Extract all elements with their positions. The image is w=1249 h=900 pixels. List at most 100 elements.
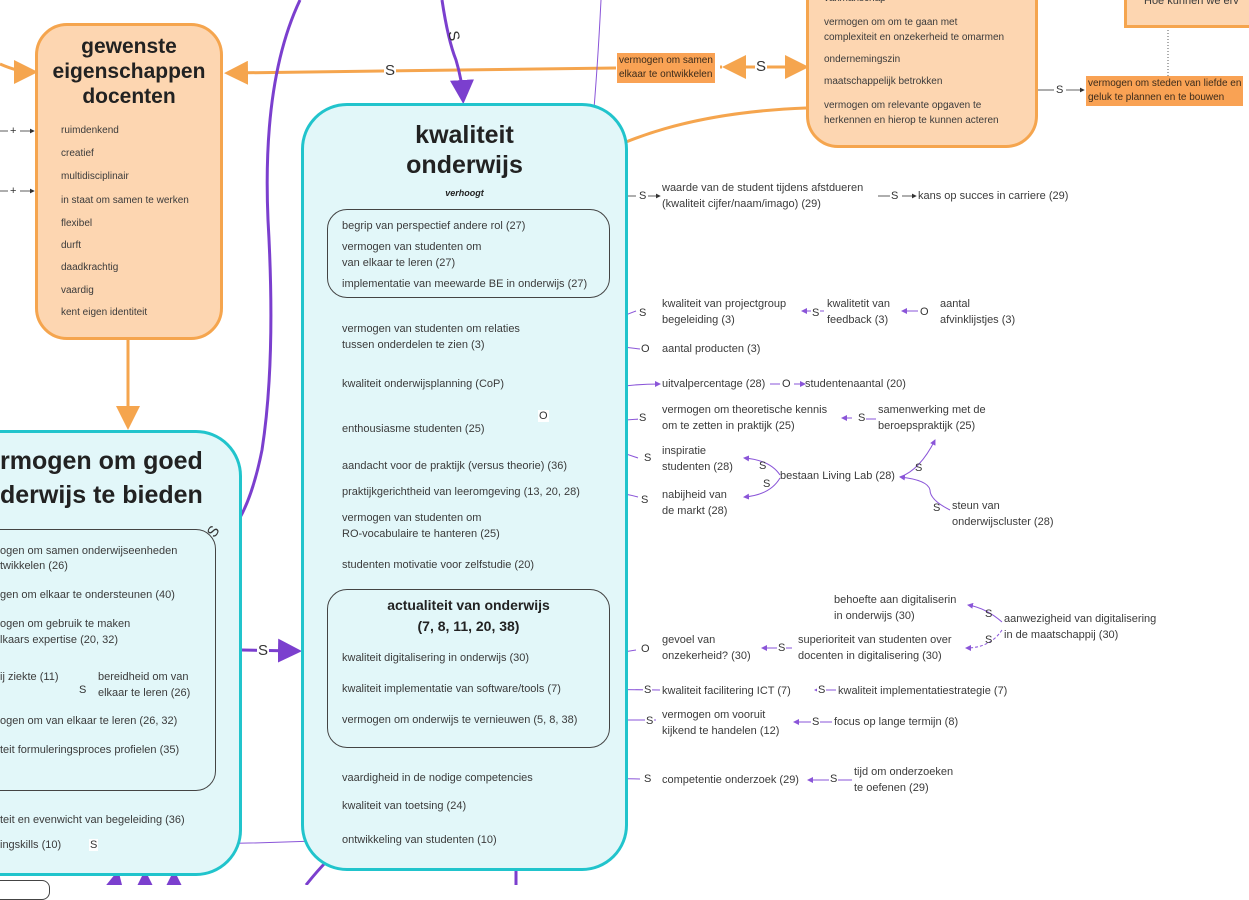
node-onzekerheid-2: onzekerheid? (30) — [662, 650, 751, 662]
kwaliteit-item: begrip van perspectief andere rol (27) — [342, 220, 526, 232]
vermogen-goed-title-line1: rmogen om goed — [0, 447, 203, 475]
link-label-s: S — [755, 58, 768, 75]
link-label-s: S — [933, 502, 941, 514]
node-projectgroup[interactable]: kwaliteit van projectgroup — [662, 298, 787, 310]
link-label-plus: + — [9, 125, 18, 137]
vermogen-goed-title-line2: derwijs te bieden — [0, 481, 203, 509]
node-beroepspraktijk[interactable]: samenwerking met de — [878, 404, 986, 416]
clipped-box-fragment — [0, 880, 50, 900]
kwaliteit-item: kwaliteit van toetsing (24) — [342, 800, 467, 812]
link-label-s: S — [915, 462, 923, 474]
node-beroepspraktijk-2: beroepspraktijk (25) — [878, 420, 976, 432]
node-projectgroup-2: begeleiding (3) — [662, 314, 735, 326]
kwaliteit-item: tussen onderdelen te zien (3) — [342, 339, 485, 351]
node-superioriteit-2: docenten in digitalisering (30) — [798, 650, 942, 662]
quality-item: vermogen om relevante opgaven te — [824, 100, 982, 111]
node-superioriteit[interactable]: superioriteit van studenten over — [798, 634, 952, 646]
steden-plannen-node[interactable]: vermogen om steden van liefde en geluk t… — [1086, 76, 1244, 106]
trait-item: durft — [61, 240, 82, 251]
link-label-o: O — [538, 410, 549, 422]
trait-item: ruimdenkend — [61, 125, 119, 136]
link-label-o: O — [781, 378, 792, 390]
kwaliteit-onderwijs-title: kwaliteit onderwijs — [406, 121, 523, 179]
link-label-s: S — [817, 684, 827, 696]
link-label-s: S — [643, 452, 653, 464]
node-kans-succes[interactable]: kans op succes in carriere (29) — [918, 190, 1069, 202]
node-uitvalpercentage[interactable]: uitvalpercentage (28) — [662, 378, 766, 390]
highlight-line: vermogen om samen — [619, 55, 713, 66]
highlight-line: vermogen om steden van liefde en — [1088, 78, 1242, 89]
vermogen-item: ogen om gebruik te maken — [0, 618, 131, 630]
trait-item: creatief — [61, 148, 94, 159]
graduate-qualities-box[interactable] — [806, 0, 1038, 148]
link-label-s: S — [640, 494, 650, 506]
node-aanwezigheid-digitalisering[interactable]: aanwezigheid van digitalisering — [1004, 613, 1157, 625]
node-implementatiestrategie[interactable]: kwaliteit implementatiestrategie (7) — [838, 685, 1008, 697]
vermogen-item: twikkelen (26) — [0, 560, 68, 572]
samenwerking-group[interactable] — [0, 529, 216, 791]
highlight-line: elkaar te ontwikkelen — [619, 69, 713, 80]
node-facilitering-ict[interactable]: kwaliteit facilitering ICT (7) — [662, 685, 791, 697]
node-waarde-student[interactable]: waarde van de student tijdens afstdueren — [662, 182, 864, 194]
node-afvinklijstjes[interactable]: aantal — [940, 298, 970, 310]
node-vooruit-handelen[interactable]: vermogen om vooruit — [662, 709, 766, 721]
trait-item: multidisciplinair — [61, 171, 129, 182]
link-label-s: S — [1055, 84, 1065, 96]
node-onzekerheid[interactable]: gevoel van — [662, 634, 716, 646]
node-theoretische-kennis[interactable]: vermogen om theoretische kennis — [662, 404, 828, 416]
link-label-o: O — [640, 643, 651, 655]
kwaliteit-item: van elkaar te leren (27) — [342, 257, 456, 269]
kwaliteit-item: implementatie van meewarde BE in onderwi… — [342, 278, 588, 290]
node-vooruit-handelen-2: kijkend te handelen (12) — [662, 725, 780, 737]
node-tijd-onderzoeken-2: te oefenen (29) — [854, 782, 929, 794]
link-label-s: S — [78, 684, 88, 696]
trait-item: flexibel — [61, 218, 93, 229]
link-label-s: S — [890, 190, 900, 202]
samen-ontwikkelen-node[interactable]: vermogen om samen elkaar te ontwikkelen — [617, 53, 715, 83]
node-inspiratie-2: studenten (28) — [662, 461, 733, 473]
actualiteit-item: vermogen om onderwijs te vernieuwen (5, … — [342, 714, 578, 726]
kwaliteit-item: vermogen van studenten om relaties — [342, 323, 520, 335]
quality-item: maatschappelijk betrokken — [824, 76, 943, 87]
node-lange-termijn[interactable]: focus op lange termijn (8) — [834, 716, 959, 728]
link-label-s: S — [811, 307, 821, 319]
link-label-s: S — [638, 307, 648, 319]
gewenste-eigenschappen-box[interactable]: gewenste eigenschappen docenten — [35, 23, 223, 340]
actualiteit-group[interactable] — [327, 589, 610, 748]
link-label-s: S — [759, 460, 767, 472]
link-label-o: O — [919, 306, 930, 318]
kwaliteit-item: vaardigheid in de nodige competencies — [342, 772, 533, 784]
perspectief-group[interactable] — [327, 209, 610, 298]
actualiteit-item: kwaliteit digitalisering in onderwijs (3… — [342, 652, 530, 664]
kwaliteit-subtitle: verhoogt — [445, 188, 484, 198]
node-steun-onderwijscluster[interactable]: steun van — [952, 500, 1000, 512]
node-feedback[interactable]: kwalitetit van — [827, 298, 890, 310]
vermogen-item: ingskills (10) — [0, 839, 62, 851]
vermogen-item: gen om elkaar te ondersteunen (40) — [0, 589, 175, 601]
link-label-s: S — [643, 684, 653, 696]
trait-item: kent eigen identiteit — [61, 307, 148, 318]
node-behoefte-digitalisering[interactable]: behoefte aan digitaliserin — [834, 594, 957, 606]
kwaliteit-item: vermogen van studenten om — [342, 512, 482, 524]
kwaliteit-item: praktijkgerichtheid van leeromgeving (13… — [342, 486, 580, 498]
vermogen-item: elkaar te leren (26) — [98, 687, 191, 699]
kwaliteit-item: ontwikkeling van studenten (10) — [342, 834, 497, 846]
link-label-s: S — [384, 62, 397, 79]
quality-item: herkennen en hierop te kunnen acteren — [824, 115, 999, 126]
link-label-s: S — [763, 478, 771, 490]
vermogen-item: teit formuleringsproces profielen (35) — [0, 744, 180, 756]
node-inspiratie[interactable]: inspiratie — [662, 445, 707, 457]
link-label-s: S — [777, 642, 787, 654]
question-box[interactable] — [1124, 0, 1249, 28]
node-aantal-producten[interactable]: aantal producten (3) — [662, 343, 761, 355]
link-label-o: O — [640, 343, 651, 355]
node-tijd-onderzoeken[interactable]: tijd om onderzoeken — [854, 766, 954, 778]
node-afvinklijstjes-2: afvinklijstjes (3) — [940, 314, 1016, 326]
node-studentenaantal[interactable]: studentenaantal (20) — [805, 378, 906, 390]
kwaliteit-item: kwaliteit onderwijsplanning (CoP) — [342, 378, 505, 390]
node-competentie-onderzoek[interactable]: competentie onderzoek (29) — [662, 774, 799, 786]
trait-item: daadkrachtig — [61, 262, 119, 273]
node-living-lab[interactable]: bestaan Living Lab (28) — [780, 470, 895, 482]
node-nabijheid-markt[interactable]: nabijheid van — [662, 489, 727, 501]
node-waarde-student-2: (kwaliteit cijfer/naam/imago) (29) — [662, 198, 821, 210]
